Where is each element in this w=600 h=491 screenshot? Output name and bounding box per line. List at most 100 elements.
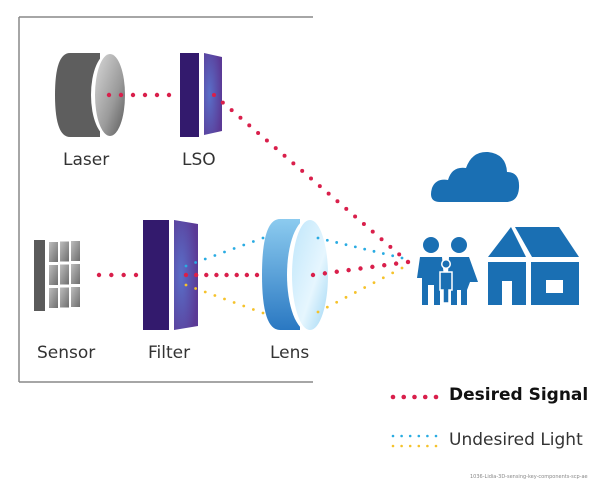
filter-icon <box>143 220 198 330</box>
desired-signal-dot <box>142 92 148 98</box>
desired-signal-dot <box>310 272 316 278</box>
sensor-cell <box>71 287 80 307</box>
desired-signal-dot <box>370 264 375 270</box>
legend-undesired-blue-dot <box>434 434 438 438</box>
desired-signal-dot <box>264 138 269 143</box>
desired-signal-dot <box>193 272 199 278</box>
desired-signal-dot <box>273 146 278 151</box>
legend-undesired-light: Undesired Light <box>449 430 583 450</box>
undesired-light-dot <box>344 295 348 299</box>
undesired-light-dot <box>335 241 339 244</box>
desired-signal-dot <box>309 176 313 181</box>
filter-label: Filter <box>148 343 191 363</box>
sensor-cell <box>71 264 80 284</box>
sensor-cell <box>49 288 58 308</box>
legend-undesired-yellow-dot <box>400 444 403 448</box>
desired-signal-dot <box>344 206 349 211</box>
desired-signal-dot <box>322 271 328 276</box>
desired-signal-dot <box>361 222 366 227</box>
undesired-light-dot <box>223 297 226 301</box>
legend-undesired-blue-dot <box>400 434 403 438</box>
undesired-light-dot <box>261 311 265 315</box>
desired-signal-dot <box>234 272 239 278</box>
undesired-light-dot <box>363 247 367 251</box>
house-icon <box>488 227 579 305</box>
sensor-cell <box>60 241 69 262</box>
desired-signal-dot <box>300 168 305 173</box>
legend-undesired-yellow-dot <box>434 444 438 448</box>
desired-signal-dot <box>291 161 296 166</box>
desired-signal-dot <box>405 259 411 265</box>
desired-signal-dot <box>166 92 172 98</box>
desired-signal-dot <box>118 92 124 98</box>
desired-signal-dot <box>254 272 260 278</box>
undesired-light-dot <box>325 238 329 242</box>
desired-signal-dot <box>388 244 393 249</box>
desired-signal-dot <box>244 272 250 278</box>
desired-signal-dot <box>247 123 252 128</box>
undesired-light-dot <box>194 287 198 290</box>
sensor-cell <box>49 242 58 262</box>
desired-signal-dot <box>106 92 112 98</box>
lens-label: Lens <box>270 343 310 363</box>
desired-signal-dot <box>358 266 363 271</box>
desired-signal-dot <box>379 237 384 242</box>
undesired-light-dot <box>203 257 207 261</box>
legend-undesired-yellow-dot <box>408 444 412 448</box>
legend-desired-dot <box>401 394 407 400</box>
desired-signal-dot <box>346 267 351 273</box>
legend-desired-dot <box>433 394 439 400</box>
undesired-light-dot <box>353 245 357 249</box>
legend-undesired-yellow-dot <box>426 444 429 448</box>
undesired-light-dot <box>335 300 339 304</box>
undesired-light-dot <box>353 291 357 294</box>
legend-desired-dot <box>390 394 396 400</box>
cloud-icon <box>431 151 520 202</box>
legend-undesired-blue-dot <box>417 434 421 438</box>
undesired-light-dot <box>381 276 385 280</box>
undesired-light-dot <box>316 310 320 314</box>
component-box <box>18 16 313 383</box>
desired-signal-dot <box>96 272 102 278</box>
light-paths <box>96 92 411 315</box>
desired-signal-dot <box>370 229 375 234</box>
undesired-light-dot <box>194 261 198 264</box>
undesired-light-dot <box>261 236 265 240</box>
desired-signal-dot <box>224 272 229 278</box>
undesired-light-dot <box>325 305 329 309</box>
undesired-light-dot <box>213 254 217 257</box>
undesired-light-dot <box>372 249 376 253</box>
undesired-light-dot <box>381 252 385 255</box>
undesired-light-dot <box>232 301 236 304</box>
desired-signal-dot <box>256 130 261 135</box>
legend-desired-signal: Desired Signal <box>449 385 589 405</box>
sensor-cell <box>71 241 80 261</box>
desired-signal-dot <box>282 153 287 158</box>
desired-signal-dot <box>238 115 243 120</box>
undesired-light-dot <box>372 281 376 285</box>
desired-signal-dot <box>382 263 387 268</box>
desired-signal-dot <box>109 272 114 278</box>
undesired-light-dot <box>184 283 188 287</box>
desired-signal-dot <box>212 93 216 97</box>
legend-undesired-blue-dot <box>426 434 429 438</box>
desired-signal-dot <box>183 272 189 278</box>
undesired-light-dot <box>251 240 255 243</box>
legend-undesired-yellow-dot <box>391 444 395 448</box>
legend-desired-dot <box>412 394 417 400</box>
undesired-light-dot <box>184 264 188 268</box>
legend <box>390 394 439 448</box>
desired-signal-dot <box>130 92 136 98</box>
undesired-light-dot <box>242 304 246 308</box>
desired-signal-dot <box>335 199 340 204</box>
sensor-icon <box>34 240 80 311</box>
lens-icon <box>262 219 329 331</box>
desired-signal-dot <box>353 214 358 219</box>
legend-undesired-blue-dot <box>408 434 412 438</box>
undesired-light-dot <box>203 290 207 294</box>
desired-signal-dot <box>326 191 331 196</box>
sensor-cell <box>49 265 58 285</box>
desired-signal-dot <box>334 269 339 274</box>
desired-signal-dot <box>204 272 209 278</box>
